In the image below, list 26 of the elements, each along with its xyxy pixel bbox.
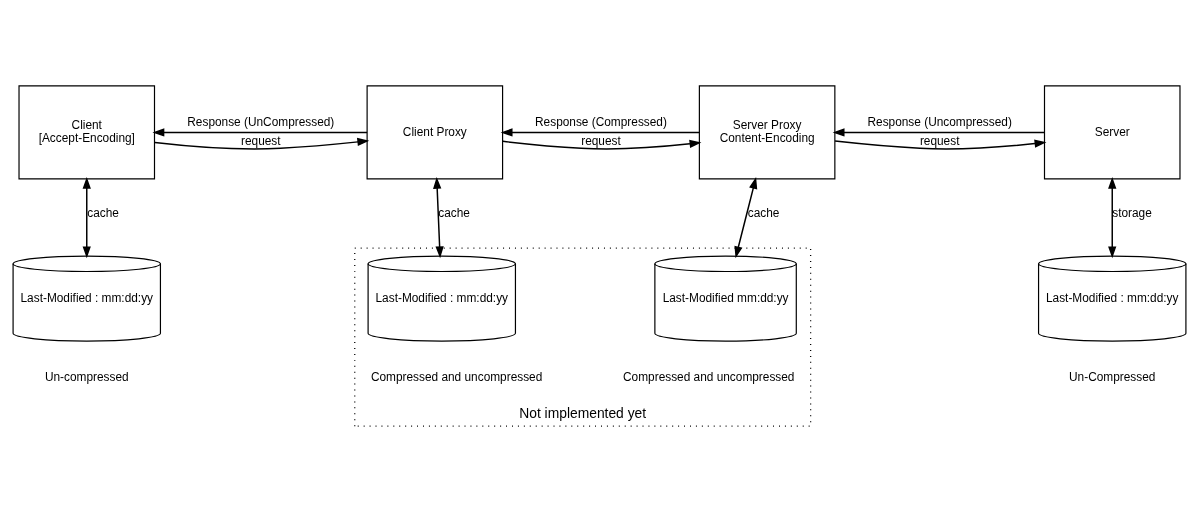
arrow (834, 138, 1047, 150)
edge-label: request (919, 133, 960, 148)
node-box: Server Proxy Content-Encoding (698, 84, 836, 179)
edge-label: request (581, 133, 621, 148)
node-box: Server (1043, 84, 1181, 179)
arrow (502, 139, 702, 150)
arrow (734, 176, 758, 258)
edge-label: Response (Uncompressed) (867, 114, 1012, 129)
arrow (433, 176, 444, 258)
node-label: Un-Compressed (1069, 369, 1156, 384)
node-label: Un-compressed (44, 369, 129, 384)
arrow (1108, 176, 1117, 258)
arrow (82, 176, 91, 258)
arrow (500, 127, 700, 137)
edge-label: cache (747, 205, 780, 220)
edge-label: Response (UnCompressed) (187, 114, 335, 129)
edge-label: cache (87, 205, 119, 220)
node-label: Compressed and uncompressed (370, 369, 543, 384)
edge-label: request (241, 133, 281, 148)
arrow (154, 137, 370, 150)
node-box: Client [Accept-Encoding] (18, 84, 156, 179)
node-label: Compressed and uncompressed (623, 369, 795, 384)
arrow (832, 127, 1046, 137)
node-box: Client Proxy (366, 84, 504, 179)
arrow (152, 127, 368, 137)
edge-label: Response (Compressed) (535, 114, 667, 129)
